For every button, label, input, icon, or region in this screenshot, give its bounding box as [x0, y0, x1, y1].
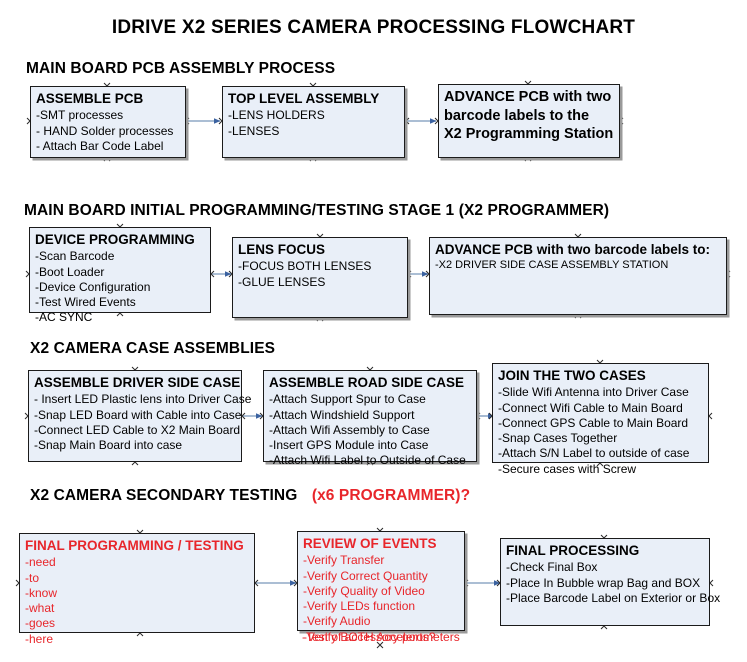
box-review-of-events[interactable]: REVIEW OF EVENTS -Verify Transfer -Verif… [297, 531, 465, 644]
box-line: barcode labels to the [444, 107, 590, 124]
box-title: DEVICE PROGRAMMING [35, 232, 195, 247]
box-line: -Boot Loader [35, 264, 105, 279]
box-title: FINAL PROGRAMMING / TESTING [25, 538, 244, 553]
box-title: ASSEMBLE ROAD SIDE CASE [269, 375, 465, 390]
box-final-programming-testing[interactable]: FINAL PROGRAMMING / TESTING -need -to -k… [19, 533, 255, 646]
box-line: -Place Barcode Label on Exterior or Box [506, 590, 721, 605]
box-assemble-driver-side-case[interactable]: ASSEMBLE DRIVER SIDE CASE - Insert LED P… [28, 370, 252, 462]
box-line: -Place In Bubble wrap Bag and BOX [506, 575, 701, 590]
box-line: -SMT processes [36, 108, 124, 123]
box-line: -Verify Transfer [303, 553, 385, 568]
section-heading-main-board-pcb-assembly: MAIN BOARD PCB ASSEMBLY PROCESS [26, 60, 336, 77]
box-line: -Test Wired Events [35, 295, 136, 310]
box-line: -Verify LEDs function [303, 599, 416, 614]
box-line: -Scan Barcode [35, 249, 115, 264]
box-review-of-events-overflow-line: -Test of accessory ports? [302, 630, 436, 644]
box-line: -LENSES [228, 123, 280, 138]
box-title: LENS FOCUS [238, 242, 326, 257]
box-line: -Check Final Box [506, 560, 598, 575]
box-line: -Verify Quality of Video [303, 583, 425, 598]
box-line: -FOCUS BOTH LENSES [238, 259, 372, 274]
box-title: ADVANCE PCB with two [444, 89, 612, 105]
box-line: -Attach Windshield Support [269, 407, 415, 422]
section-heading-x2-camera-case-assemblies: X2 CAMERA CASE ASSEMBLIES [30, 340, 276, 357]
box-title: TOP LEVEL ASSEMBLY [228, 91, 380, 106]
box-line: -GLUE LENSES [238, 274, 326, 289]
box-title: ADVANCE PCB with two barcode labels to: [435, 242, 711, 257]
box-line: -Snap LED Board with Cable into Case [34, 407, 242, 422]
box-title: ASSEMBLE PCB [36, 91, 144, 106]
box-assemble-road-side-case[interactable]: ASSEMBLE ROAD SIDE CASE -Attach Support … [263, 370, 477, 467]
box-line: -Connect GPS Cable to Main Board [498, 415, 689, 430]
box-line: - Attach Bar Code Label [36, 138, 164, 153]
box-line: -know [25, 585, 58, 600]
box-line: -what [25, 601, 55, 616]
box-title: REVIEW OF EVENTS [303, 536, 437, 551]
box-line: -Insert GPS Module into Case [269, 438, 429, 453]
page-title: IDRIVE X2 SERIES CAMERA PROCESSING FLOWC… [111, 17, 636, 38]
box-line: -LENS HOLDERS [228, 108, 325, 123]
box-line: -goes [25, 616, 56, 631]
box-line: -Verify BOTH Accelerometers [303, 629, 460, 644]
box-line: -Attach S/N Label to outside of case [498, 446, 690, 461]
box-line: -Verify Correct Quantity [303, 568, 428, 583]
box-join-the-two-cases[interactable]: JOIN THE TWO CASES -Slide Wifi Antenna i… [492, 363, 709, 476]
box-line: -Secure cases with Screw [498, 461, 637, 476]
box-line: -AC SYNC [35, 310, 93, 325]
box-line: -Attach Wifi Assembly to Case [269, 422, 430, 437]
box-line: -X2 DRIVER SIDE CASE ASSEMBLY STATION [435, 259, 669, 272]
section-heading-x2-camera-secondary-testing: X2 CAMERA SECONDARY TESTING (x6 PROGRAMM… [30, 487, 470, 505]
box-advance-pcb-to-driver-side-case-station[interactable]: ADVANCE PCB with two barcode labels to: … [429, 237, 727, 315]
box-advance-pcb-to-programming-station[interactable]: ADVANCE PCB with two barcode labels to t… [438, 84, 620, 158]
box-line: - Insert LED Plastic lens into Driver Ca… [34, 392, 252, 407]
box-line: -Connect Wifi Cable to Main Board [498, 400, 683, 415]
box-final-processing[interactable]: FINAL PROCESSING -Check Final Box -Place… [500, 538, 721, 626]
box-line: -Attach Support Spur to Case [269, 392, 426, 407]
section-heading-text: X2 CAMERA SECONDARY TESTING [30, 487, 298, 504]
box-line: -Device Configuration [35, 279, 151, 294]
box-line: - HAND Solder processes [36, 123, 174, 138]
box-device-programming[interactable]: DEVICE PROGRAMMING -Scan Barcode -Boot L… [29, 227, 211, 324]
box-lens-focus[interactable]: LENS FOCUS -FOCUS BOTH LENSES -GLUE LENS… [232, 237, 408, 318]
box-line: -Snap Main Board into case [34, 438, 183, 453]
box-line: -Slide Wifi Antenna into Driver Case [498, 385, 689, 400]
box-line: -Verify Audio [303, 614, 371, 629]
box-top-level-assembly[interactable]: TOP LEVEL ASSEMBLY -LENS HOLDERS -LENSES [222, 86, 405, 158]
box-line: -need [25, 555, 56, 570]
section-heading-red-suffix: (x6 PROGRAMMER)? [311, 487, 471, 504]
box-title: FINAL PROCESSING [506, 543, 640, 558]
box-line: -to [25, 570, 40, 585]
section-heading-main-board-initial-programming: MAIN BOARD INITIAL PROGRAMMING/TESTING S… [24, 202, 610, 219]
box-title: ASSEMBLE DRIVER SIDE CASE [34, 375, 241, 390]
box-title: JOIN THE TWO CASES [498, 368, 646, 383]
box-line: X2 Programming Station [444, 126, 614, 143]
box-line: -Attach Wifi Label to Outside of Case [269, 453, 466, 468]
box-line: -here [25, 631, 54, 646]
box-line: -Snap Cases Together [498, 431, 618, 446]
box-assemble-pcb[interactable]: ASSEMBLE PCB -SMT processes - HAND Solde… [30, 86, 186, 158]
box-line: -Connect LED Cable to X2 Main Board [34, 422, 241, 437]
